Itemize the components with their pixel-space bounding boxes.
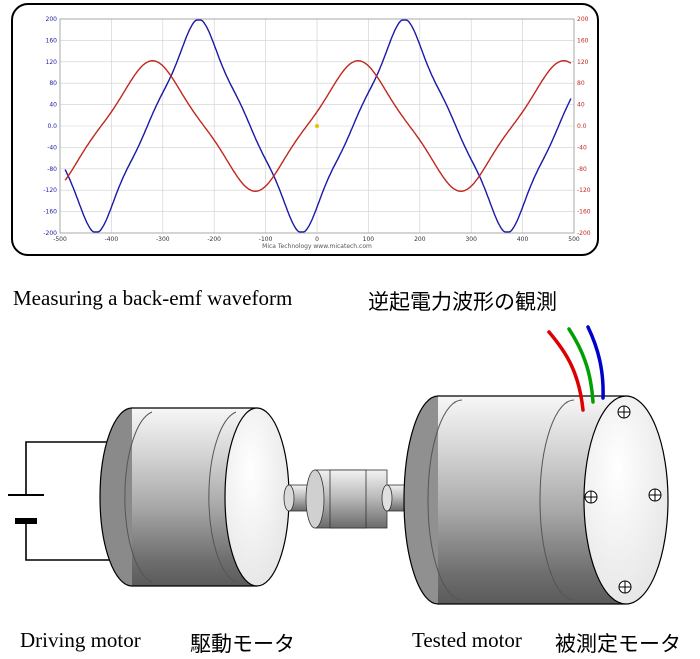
y-tick-label-right: -120	[577, 187, 591, 194]
battery-circuit	[8, 441, 132, 561]
x-tick-label: -300	[156, 236, 170, 243]
x-tick-label: 400	[517, 236, 529, 243]
y-tick-label-left: 0.0	[47, 123, 57, 130]
caption-driving-ja: 駆動モータ	[190, 632, 295, 656]
y-tick-label-left: -40	[47, 144, 57, 151]
tested-motor	[403, 395, 669, 605]
y-tick-label-left: 40	[49, 102, 57, 109]
y-tick-label-right: -200	[577, 230, 591, 237]
y-tick-label-right: 80	[577, 80, 585, 87]
coupling-left-end	[305, 469, 325, 529]
shaft-left-end	[283, 484, 295, 512]
y-tick-label-left: 120	[46, 59, 58, 66]
caption-tested-ja: 被測定モータ	[555, 632, 681, 656]
lead-wire-green	[567, 327, 595, 404]
circuit-wire	[25, 441, 132, 561]
y-tick-label-right: 0.0	[577, 123, 587, 130]
x-tick-label: 500	[568, 236, 580, 243]
shaft-right-end	[381, 484, 393, 512]
y-tick-label-right: -40	[577, 144, 587, 151]
waveform-panel: -500 -400 -300 -200 -100 0 100 200 300 400 500 200 2…	[11, 3, 599, 256]
shaft-coupling	[283, 469, 410, 529]
plot-area	[59, 18, 575, 234]
chart-footer: Mica Technology www.micatech.com	[262, 243, 372, 250]
x-tick-label: 300	[465, 236, 477, 243]
caption-driving-en: Driving motor	[20, 628, 141, 652]
screw-icon	[617, 405, 631, 419]
tested-motor-seam	[539, 399, 575, 601]
coupling-ring	[329, 469, 367, 529]
x-tick-label: 100	[363, 236, 375, 243]
y-tick-label-left: 160	[46, 37, 58, 44]
x-tick-label: -200	[207, 236, 221, 243]
x-tick-label: -400	[105, 236, 119, 243]
tested-motor-seam	[427, 399, 463, 601]
tested-motor-front-face	[583, 395, 669, 605]
driving-motor-seam	[124, 411, 153, 583]
y-tick-label-left: -80	[47, 166, 57, 173]
y-tick-label-right: 120	[577, 59, 589, 66]
series-line	[64, 59, 572, 193]
screw-icon	[648, 488, 662, 502]
lead-wire-red	[547, 330, 585, 412]
y-tick-label-right: 160	[577, 37, 589, 44]
caption-measuring-ja: 逆起電力波形の観測	[368, 290, 557, 314]
screw-icon	[618, 580, 632, 594]
series-line	[64, 19, 572, 233]
battery-negative-plate	[15, 518, 37, 524]
caption-tested-en: Tested motor	[412, 628, 522, 652]
y-tick-label-right: 200	[577, 16, 589, 23]
lead-wires	[547, 325, 605, 412]
y-tick-label-left: -200	[43, 230, 57, 237]
y-tick-label-left: 200	[46, 16, 58, 23]
waveform-plot: -500 -400 -300 -200 -100 0 100 200 300 400 500 200 2…	[43, 16, 590, 250]
y-tick-label-left: -160	[43, 209, 57, 216]
caption-measuring-en: Measuring a back-emf waveform	[13, 286, 293, 310]
screw-icon	[584, 490, 598, 504]
driving-motor	[99, 407, 290, 587]
x-tick-label: 0	[315, 236, 319, 243]
x-tick-label: 200	[414, 236, 426, 243]
y-tick-label-left: 80	[49, 80, 57, 87]
x-tick-label: -500	[53, 236, 67, 243]
lead-wire-blue	[586, 325, 605, 400]
y-tick-label-right: -80	[577, 166, 587, 173]
driving-motor-front-face	[224, 407, 290, 587]
driving-motor-seam	[208, 411, 237, 583]
y-tick-label-right: -160	[577, 209, 591, 216]
y-tick-label-left: -120	[43, 187, 57, 194]
origin-marker	[315, 124, 319, 128]
y-tick-label-right: 40	[577, 102, 585, 109]
x-tick-label: -100	[259, 236, 273, 243]
